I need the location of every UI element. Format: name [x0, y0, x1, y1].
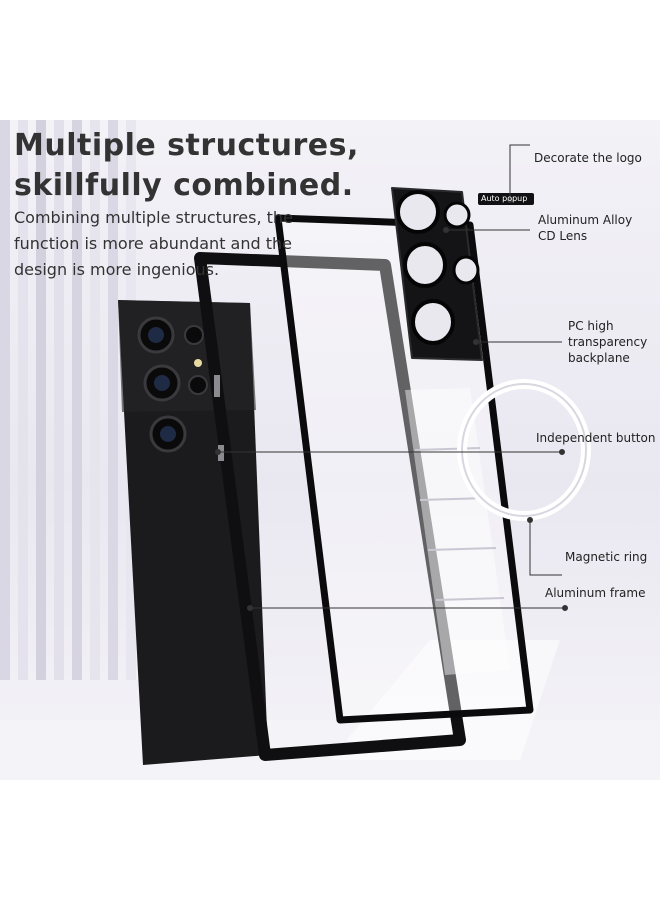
callout-logo: Decorate the logo [534, 151, 642, 165]
curtain-stripe [0, 120, 10, 680]
curtain-stripe [72, 120, 82, 680]
callout-frame: Aluminum frame [545, 586, 646, 600]
headline-line-2: skillfully combined. [14, 168, 354, 203]
callout-lines [215, 144, 568, 611]
callout-ring: Magnetic ring [565, 550, 648, 564]
curtain-stripe [108, 120, 118, 680]
aluminum-frame [194, 252, 466, 761]
phone-cameras [137, 316, 208, 453]
logo-tag-bg [478, 193, 534, 205]
product-scene: Multiple structures, skillfully combined… [0, 120, 660, 780]
subtext-line-3: design is more ingenious. [14, 260, 220, 279]
curtain-stripe [90, 120, 100, 680]
lens-tag: Auto popup [481, 194, 528, 203]
callout-button: Independent button [536, 431, 656, 445]
subtext-line-1: Combining multiple structures, the [14, 208, 293, 227]
curtain-stripe [18, 120, 28, 680]
light-beam [330, 640, 560, 760]
callout-lens-1: Aluminum Alloy [538, 213, 633, 227]
product-illustration [0, 144, 660, 780]
callout-lens-2: CD Lens [538, 229, 588, 243]
curtain-stripe [36, 120, 46, 680]
curtain-stripe [54, 120, 64, 680]
callout-backplane-3: backplane [568, 351, 630, 365]
headline-line-1: Multiple structures, [14, 128, 359, 163]
subtext-line-2: function is more abundant and the [14, 234, 292, 253]
callout-backplane-1: PC high [568, 319, 614, 333]
cd-lens-module [391, 187, 483, 361]
phone-body [118, 300, 268, 765]
magnetic-ring-edge [461, 383, 587, 517]
callout-backplane-2: transparency [568, 335, 648, 349]
